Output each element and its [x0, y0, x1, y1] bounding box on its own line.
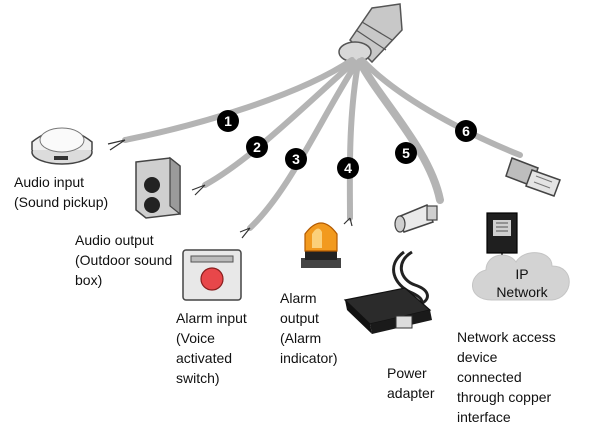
cable-audio-input: [122, 57, 355, 143]
badge-3-text: 3: [292, 151, 300, 167]
camera-connector: [338, 3, 403, 64]
label-audio-output: Audio output (Outdoor sound box): [75, 232, 173, 288]
badge-3: 3: [285, 148, 307, 170]
power-adapter-icon: [343, 250, 432, 334]
badge-5: 5: [395, 142, 417, 164]
cable-alarm-output: [346, 61, 361, 221]
ip-network-cloud: IP Network: [472, 252, 570, 301]
label-alarm-output: Alarm output (Alarm indicator): [280, 290, 338, 366]
speaker-box-icon: [135, 156, 181, 219]
sound-pickup-icon: [31, 127, 93, 165]
cable-audio-output: [202, 59, 357, 188]
rj45-plug-icon: [505, 157, 561, 197]
badge-5-text: 5: [402, 145, 410, 161]
label-power-adapter: Power adapter: [387, 365, 435, 401]
alarm-light-icon: [301, 222, 341, 268]
badge-1: 1: [217, 110, 239, 132]
label-network-device: Network access device connected through …: [457, 329, 556, 425]
label-audio-input: Audio input (Sound pickup): [14, 174, 109, 210]
power-plug-icon: [394, 204, 438, 233]
network-device-icon: [486, 212, 518, 262]
badge-4: 4: [337, 157, 359, 179]
cable-network: [359, 57, 523, 158]
badge-6: 6: [455, 120, 477, 142]
badge-2-text: 2: [253, 139, 261, 155]
cable-bundle: [122, 57, 523, 231]
cloud-label-line2: Network: [496, 284, 548, 300]
label-alarm-input: Alarm input (Voice activated switch): [176, 310, 247, 386]
cloud-label-line1: IP: [515, 266, 528, 282]
alarm-switch-icon: [182, 249, 242, 301]
badge-6-text: 6: [462, 123, 470, 139]
badge-2: 2: [246, 136, 268, 158]
badge-1-text: 1: [224, 113, 232, 129]
badge-4-text: 4: [344, 160, 352, 176]
cable-power: [356, 58, 444, 204]
wire-ends: [107, 139, 353, 239]
